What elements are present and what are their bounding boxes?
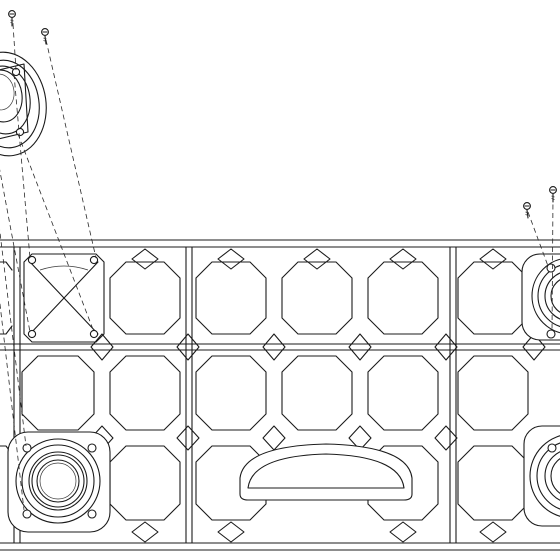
- screw: [523, 202, 531, 219]
- screw: [41, 28, 49, 45]
- octagon-cells-row-1: [109, 261, 529, 335]
- speaker-bottom-right: [523, 425, 560, 527]
- screw: [549, 186, 557, 203]
- speaker-bottom-left: [7, 431, 111, 533]
- handle-cutout: [239, 443, 413, 501]
- mounting-screws: [0, 10, 557, 511]
- mounting-plate-top-left: [23, 253, 105, 343]
- assembly-leader-lines: [0, 23, 554, 511]
- screw: [8, 10, 16, 27]
- frame-inner-edge: [0, 246, 560, 544]
- frame-outer-edge: [0, 239, 560, 551]
- speaker-top-left: [0, 51, 47, 157]
- octagon-cells-row-2: [21, 355, 529, 431]
- speaker-top-right: [521, 253, 560, 341]
